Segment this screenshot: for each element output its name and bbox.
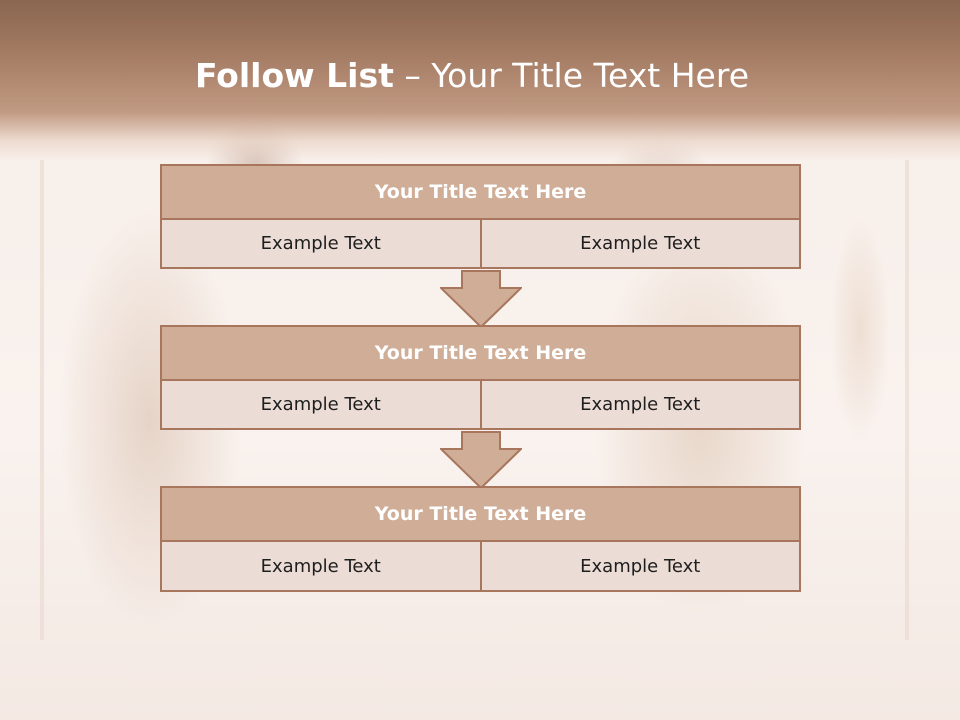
step-row: Example Text Example Text (160, 220, 801, 269)
step-row: Example Text Example Text (160, 381, 801, 430)
title-bold: Follow List (194, 56, 394, 95)
background-window-frame (40, 160, 44, 640)
step-title: Your Title Text Here (160, 486, 801, 542)
step-block-1: Your Title Text Here Example Text Exampl… (160, 164, 801, 269)
step-title: Your Title Text Here (160, 164, 801, 220)
step-cell-right: Example Text (481, 542, 801, 592)
step-cell-left: Example Text (160, 381, 482, 430)
step-cell-right: Example Text (481, 381, 801, 430)
step-cell-right: Example Text (481, 220, 801, 269)
title-rest: Your Title Text Here (431, 56, 750, 95)
step-block-3: Your Title Text Here Example Text Exampl… (160, 486, 801, 592)
step-title: Your Title Text Here (160, 325, 801, 381)
slide-title: Follow List – Your Title Text Here (0, 56, 944, 95)
down-arrow-icon (440, 270, 522, 329)
background-window-frame (905, 160, 909, 640)
title-separator: – (393, 56, 432, 95)
down-arrow-icon (440, 431, 522, 490)
step-row: Example Text Example Text (160, 542, 801, 592)
step-block-2: Your Title Text Here Example Text Exampl… (160, 325, 801, 430)
step-cell-left: Example Text (160, 542, 482, 592)
step-cell-left: Example Text (160, 220, 482, 269)
header-band (0, 0, 960, 160)
